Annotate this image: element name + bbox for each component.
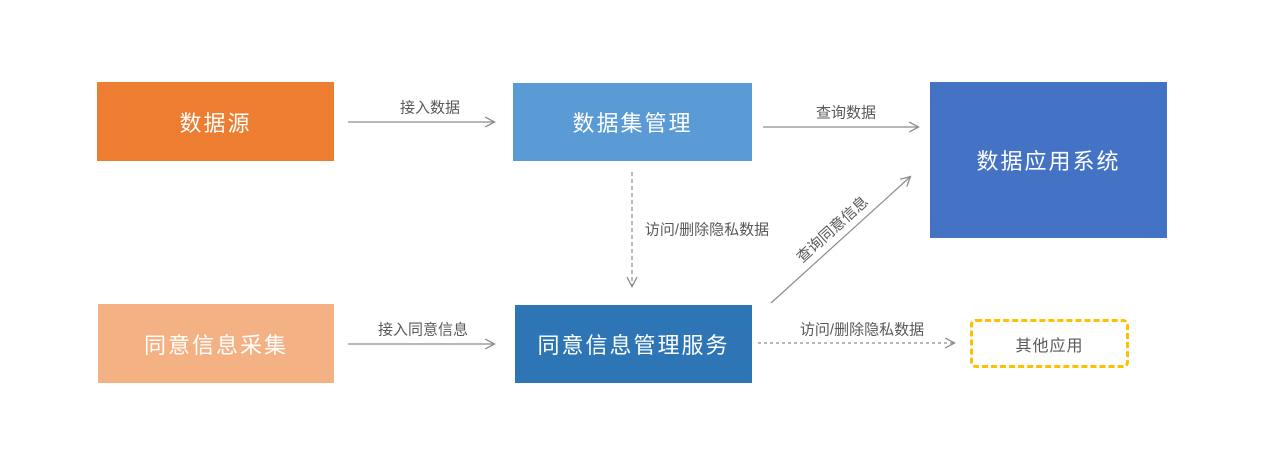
edge-query-consent-info-line: [770, 175, 912, 304]
edge-label-access-consent-info: 接入同意信息: [377, 321, 469, 339]
node-dataset-management-label: 数据集管理: [572, 111, 693, 136]
node-data-application-system: 数据应用系统: [930, 82, 1167, 238]
node-other-applications: 其他应用: [970, 319, 1129, 368]
node-data-source-label: 数据源: [179, 110, 252, 136]
node-consent-info-management-service: 同意信息管理服务: [515, 305, 752, 383]
edge-label-access-delete-private-data-down: 访问/删除隐私数据: [644, 221, 770, 239]
edge-label-access-data: 接入数据: [399, 99, 461, 117]
node-other-applications-label: 其他应用: [1015, 337, 1084, 355]
edge-label-access-delete-private-data-right: 访问/删除隐私数据: [799, 321, 925, 339]
node-dataset-management: 数据集管理: [513, 83, 752, 161]
edge-label-query-consent-info: 查询同意信息: [793, 193, 872, 267]
node-consent-info-collection-label: 同意信息采集: [143, 332, 288, 358]
node-consent-info-management-service-label: 同意信息管理服务: [537, 333, 730, 358]
node-data-source: 数据源: [97, 82, 334, 161]
edge-label-query-data: 查询数据: [815, 104, 877, 122]
node-data-application-system-label: 数据应用系统: [976, 149, 1121, 174]
node-consent-info-collection: 同意信息采集: [98, 304, 334, 383]
